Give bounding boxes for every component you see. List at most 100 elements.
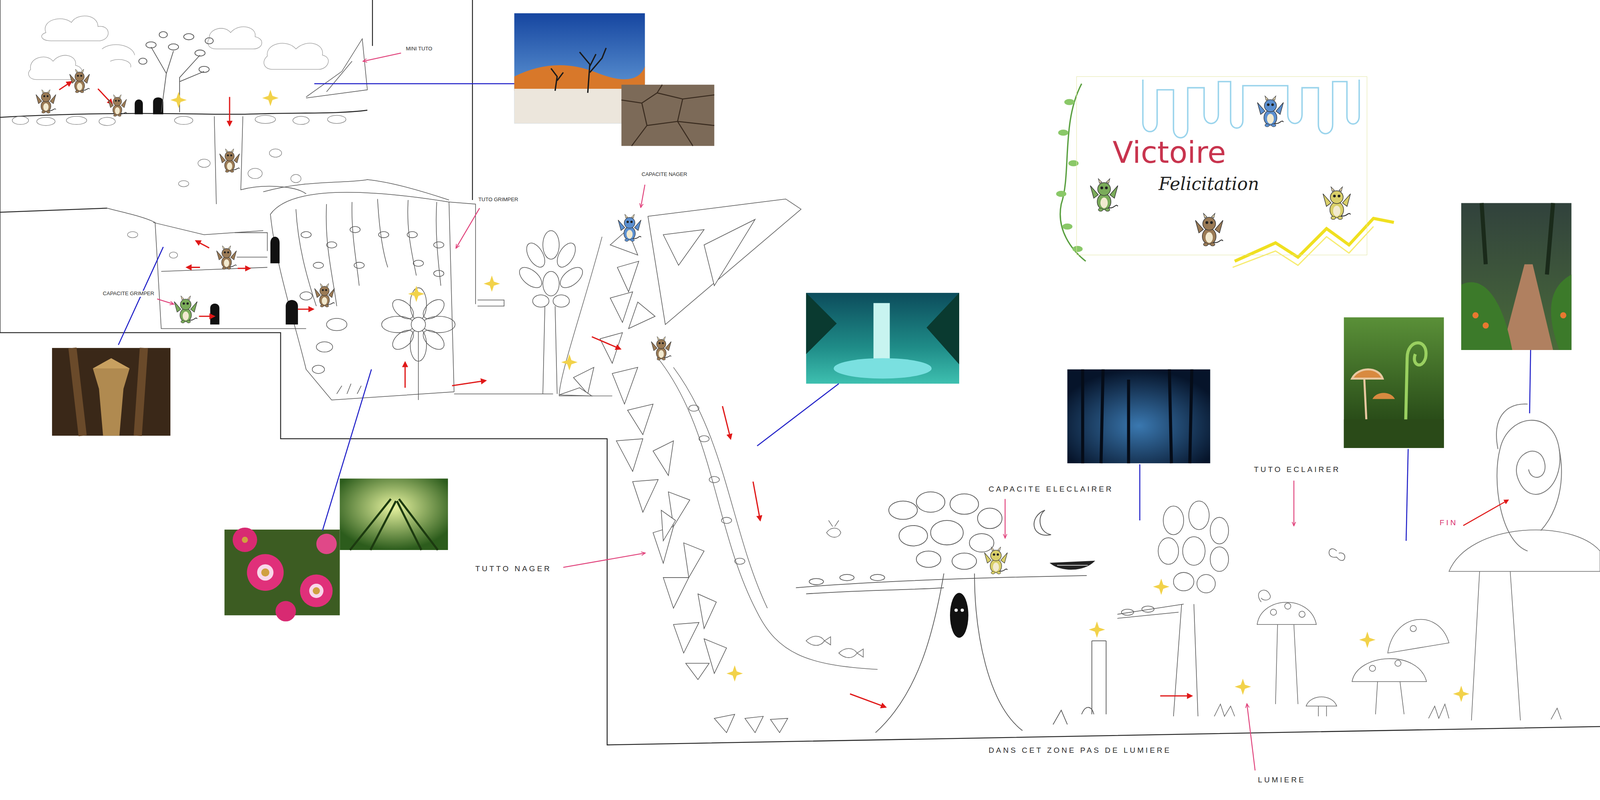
victory-panel: VictoireFelicitation [1076,76,1368,255]
dragon-characters-part [174,296,198,324]
level-outline-part [0,0,1,333]
label-arrows-part [1004,498,1006,538]
zone-note: DANS CET ZONE PAS DE LUMIERE [987,746,1172,755]
victory-decor-part [1232,226,1374,268]
cliff-rocks-part [612,367,638,404]
path-arrows-part [298,308,314,310]
dragon-characters-part [618,214,641,242]
photo-forest-light-part [350,498,438,550]
cliff-rocks-part [744,716,764,733]
moon-part [1034,510,1052,536]
big-tree-part [898,525,928,546]
ground-stones-part [36,117,56,126]
victory-title: Victoire [1112,135,1226,170]
cliff-rocks-part [683,542,704,578]
big-tree-part [916,551,941,568]
cliff-rocks-part [663,219,756,286]
forest-room-part [419,296,448,323]
photo-dark-forest-part [1082,369,1192,464]
forest-room-part [433,270,444,277]
dragon-characters-part [651,336,672,360]
sparkles-part [1088,621,1106,638]
photo-mushrooms [1344,317,1444,448]
tutorial-note: MINI TUTO [405,46,434,52]
victory-decor-part [1060,83,1086,262]
mushrooms-part [1270,609,1277,616]
forest-room-part [378,231,389,238]
sparkles-part [1453,685,1470,702]
tall-tree-part [556,263,587,292]
tree-hole-part [960,608,964,612]
end-marker: FIN [1438,518,1459,528]
dragon-characters-part [314,283,335,308]
top-tree-part [146,42,157,48]
cliff-rocks-part [661,510,676,542]
sparkles-part [483,275,500,292]
photo-cracked-earth [621,84,715,146]
tutorial-note: TUTO GRIMPER [477,196,519,203]
photo-path [1461,203,1572,350]
mushrooms-part [1298,611,1305,618]
right-tree-part [1173,572,1194,591]
path-arrows-part [592,336,621,350]
photo-path-part [1481,203,1554,275]
dragon-characters-part [108,94,127,117]
victory-decor-part [1068,160,1079,167]
clouds-part [102,44,135,68]
mushrooms-part [1394,660,1401,667]
cave-rooms-part [234,232,268,258]
right-tree-part [1142,606,1155,612]
forest-room-part [389,326,418,354]
cave-doors-part [285,300,298,325]
tall-tree-part [542,230,560,260]
forest-room-part [312,365,325,374]
forest-room-part [300,292,313,300]
mushrooms-part [1471,571,1521,721]
photo-jungle [806,292,960,384]
path-arrows-part [228,96,230,126]
waterfall-part [806,636,831,646]
victory-decor-part [1062,223,1073,230]
right-tree-part [1210,517,1229,544]
waterfall-part [838,648,864,658]
photo-flowers-part [246,554,284,591]
big-tree-part [839,574,854,581]
ground-stones [12,115,346,258]
clouds-part [208,26,262,50]
ground-stones-part [12,116,29,125]
waterfall-part [709,476,720,483]
victory-decor-part [1072,246,1083,252]
cave-rooms-part [306,38,368,98]
cliff-rocks-part [698,594,717,629]
ground-stones-part [327,115,346,124]
nest-part [1051,561,1094,570]
ground-stones-part [292,116,310,125]
photo-jungle-part [833,358,932,379]
forest-room-part [316,342,333,353]
dragon-characters-part [216,245,237,270]
mushrooms-part [1214,704,1562,720]
path-arrows-part [186,266,200,268]
forest-room-part [407,231,418,238]
photo-leader-lines [118,83,1531,541]
path-arrows-part [404,362,406,388]
photo-leader-lines-part [1139,464,1141,521]
cliff-rocks-part [704,638,727,674]
photo-jungle-part [806,292,960,365]
ability-note: CAPACITE GRIMPER [102,290,155,297]
sparkles-part [170,92,187,109]
dragon-characters-part [1090,178,1118,212]
photo-cave-part [92,368,130,436]
top-tree-part [138,58,147,64]
victory-decor-part [1056,190,1067,197]
victory-decor-part [1064,98,1075,105]
ground-stones-part [178,180,189,187]
photo-cave-part [72,348,144,436]
end-arrow [1463,500,1508,526]
photo-forest-light [339,478,448,550]
sparkles-part [408,285,425,302]
forest-room-part [418,328,419,400]
tall-tree-part [532,294,550,308]
